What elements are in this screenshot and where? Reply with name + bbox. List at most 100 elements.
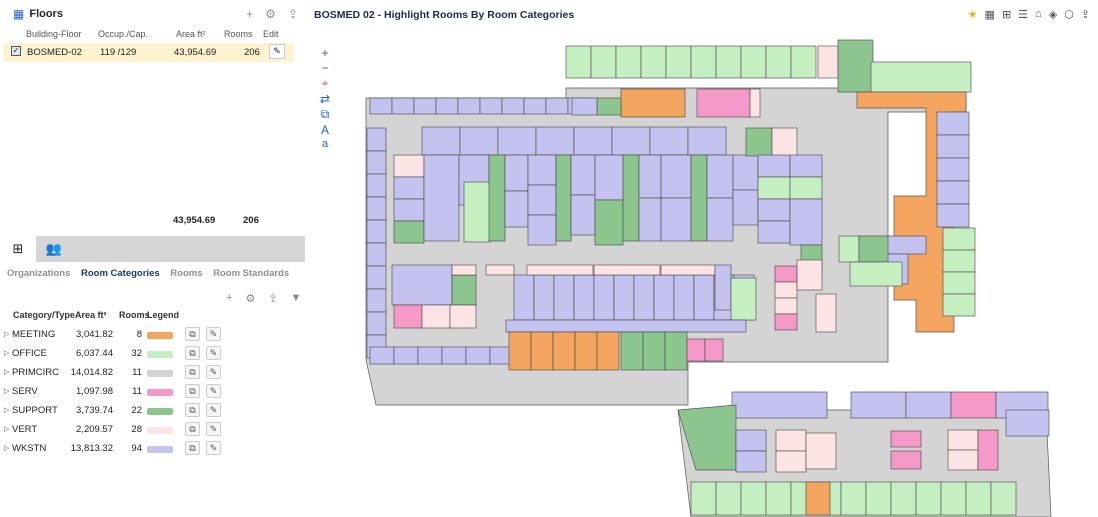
expand-icon[interactable]: ▷ <box>4 407 10 414</box>
room[interactable] <box>849 261 903 287</box>
room[interactable] <box>504 154 529 192</box>
room[interactable] <box>594 199 624 246</box>
edit-icon[interactable]: ✎ <box>206 403 221 417</box>
room[interactable] <box>690 481 717 516</box>
edit-icon[interactable]: ✎ <box>206 365 221 379</box>
room[interactable] <box>942 271 976 295</box>
expand-icon[interactable]: ▷ <box>4 369 10 376</box>
room[interactable] <box>391 97 415 115</box>
zoom-out-icon[interactable]: − <box>321 61 329 75</box>
room[interactable] <box>649 126 689 156</box>
room[interactable] <box>731 391 828 419</box>
room[interactable] <box>596 331 620 371</box>
room[interactable] <box>690 154 708 242</box>
room[interactable] <box>393 304 423 329</box>
edit-floor-icon[interactable]: ✎ <box>269 44 285 59</box>
room[interactable] <box>735 450 767 473</box>
room[interactable] <box>890 450 922 470</box>
room[interactable] <box>715 481 742 516</box>
room[interactable] <box>696 88 751 118</box>
room[interactable] <box>660 154 692 199</box>
room[interactable] <box>594 154 624 201</box>
room[interactable] <box>837 39 874 93</box>
edit-icon[interactable]: ✎ <box>206 327 221 341</box>
highlight-icon[interactable]: ⧉ <box>185 403 200 417</box>
room[interactable] <box>393 198 425 222</box>
room[interactable] <box>653 274 675 321</box>
room[interactable] <box>479 97 503 115</box>
room[interactable] <box>887 235 927 255</box>
export-icon[interactable]: ⇪ <box>1080 9 1090 21</box>
room[interactable] <box>366 288 387 313</box>
room[interactable] <box>1005 409 1050 437</box>
highlight-icon[interactable]: ⧉ <box>185 365 200 379</box>
add-icon[interactable]: + <box>246 7 254 21</box>
room[interactable] <box>533 274 555 321</box>
room[interactable] <box>366 173 387 198</box>
room[interactable] <box>950 391 997 419</box>
room[interactable] <box>535 126 575 156</box>
room[interactable] <box>686 338 706 362</box>
room[interactable] <box>593 264 661 276</box>
room[interactable] <box>890 430 922 448</box>
edit-icon[interactable]: ✎ <box>206 422 221 436</box>
room[interactable] <box>936 203 970 228</box>
expand-icon[interactable]: ▷ <box>4 445 10 452</box>
room[interactable] <box>757 220 791 244</box>
room[interactable] <box>622 154 640 242</box>
room[interactable] <box>774 281 798 299</box>
room[interactable] <box>573 274 595 321</box>
room[interactable] <box>449 304 477 329</box>
subtab-organizations[interactable]: Organizations <box>7 268 71 279</box>
room[interactable] <box>732 154 759 191</box>
floor-plan[interactable] <box>306 0 1098 517</box>
room[interactable] <box>942 227 976 251</box>
gear-icon[interactable]: ⚙ <box>245 293 256 305</box>
room[interactable] <box>366 242 387 267</box>
legend-swatch[interactable] <box>147 370 173 377</box>
room[interactable] <box>413 97 437 115</box>
room[interactable] <box>765 45 792 79</box>
room[interactable] <box>789 176 823 200</box>
room[interactable] <box>530 331 554 371</box>
room[interactable] <box>870 61 972 93</box>
room[interactable] <box>850 391 907 419</box>
grid-alt-icon[interactable]: ⊞ <box>1001 9 1012 21</box>
highlight-icon[interactable]: ⧉ <box>185 346 200 360</box>
room[interactable] <box>940 481 967 516</box>
room[interactable] <box>805 432 837 470</box>
legend-swatch[interactable] <box>147 351 173 358</box>
col-area[interactable]: Area ft² <box>176 29 206 39</box>
room[interactable] <box>693 274 715 321</box>
room[interactable] <box>465 346 491 365</box>
copy-icon[interactable]: ⧉ <box>320 107 330 121</box>
zoom-in-icon[interactable]: + <box>321 46 329 60</box>
room[interactable] <box>730 277 757 321</box>
highlight-icon[interactable]: ⧉ <box>185 422 200 436</box>
room[interactable] <box>771 127 798 157</box>
room[interactable] <box>527 184 557 216</box>
legend-swatch[interactable] <box>147 427 173 434</box>
room[interactable] <box>757 154 791 178</box>
room[interactable] <box>977 429 999 471</box>
room[interactable] <box>565 45 592 79</box>
list-icon[interactable]: ☰ <box>1018 9 1029 21</box>
room[interactable] <box>687 126 727 156</box>
room[interactable] <box>673 274 695 321</box>
room[interactable] <box>553 274 575 321</box>
room[interactable] <box>774 265 798 283</box>
room[interactable] <box>789 198 823 246</box>
room[interactable] <box>947 449 979 471</box>
col-rooms[interactable]: Rooms <box>224 29 253 39</box>
tag-icon[interactable]: ⌂ <box>1035 8 1042 20</box>
room[interactable] <box>620 88 686 118</box>
room[interactable] <box>796 259 823 291</box>
grid-icon[interactable]: ▦ <box>984 9 995 21</box>
edit-icon[interactable]: ✎ <box>206 346 221 360</box>
room[interactable] <box>865 481 892 516</box>
